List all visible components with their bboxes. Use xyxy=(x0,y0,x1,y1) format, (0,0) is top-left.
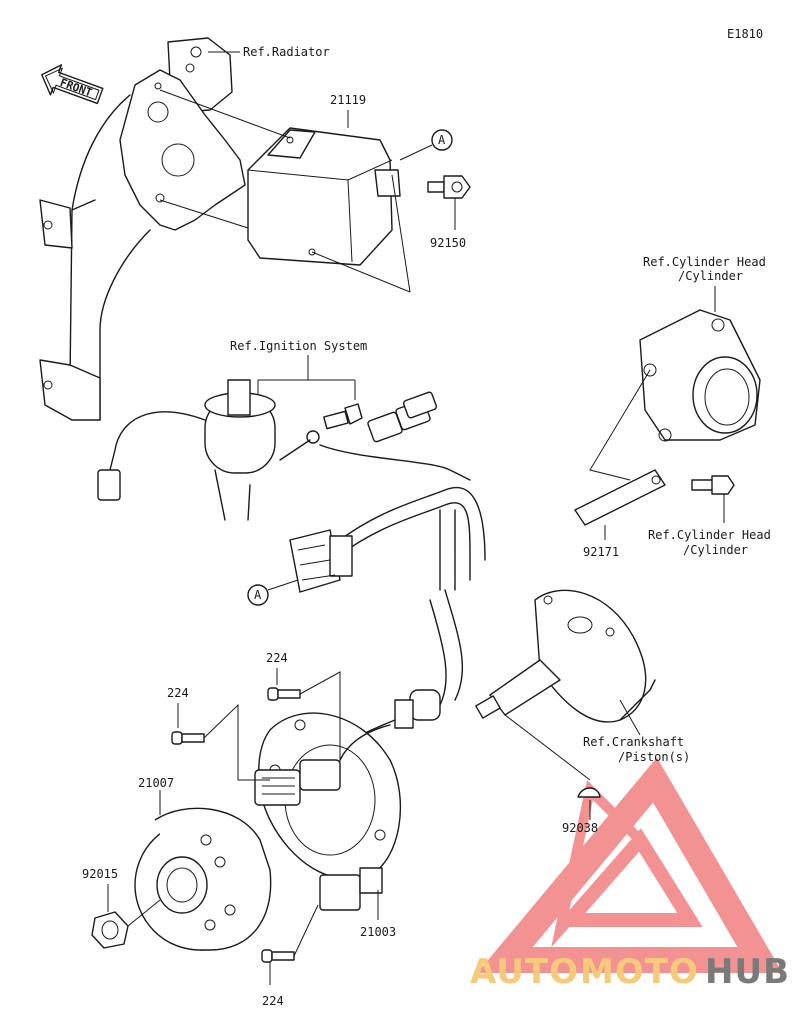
part-92015-label: 92015 xyxy=(82,867,118,881)
ref-cyl-head-top-1: Ref.Cylinder Head xyxy=(643,255,766,269)
watermark-text: AUTO MOTO HUB xyxy=(470,952,790,992)
ignition-coil xyxy=(97,379,276,521)
watermark-triangle-left xyxy=(551,779,647,948)
watermark-text-hub: HUB xyxy=(705,952,790,992)
frame-bracket xyxy=(39,37,246,421)
woodruff-key xyxy=(577,787,601,798)
screw-224-a xyxy=(267,687,301,701)
callout-a-top: A xyxy=(438,133,446,147)
part-21007-label: 21007 xyxy=(138,776,174,790)
coil-bolt xyxy=(323,403,363,430)
wire-harness xyxy=(329,486,486,751)
crankcase-cover xyxy=(534,589,656,723)
ref-crankshaft-2: /Piston(s) xyxy=(618,750,690,764)
part-21119-label: 21119 xyxy=(330,93,366,107)
watermark-text-auto: AUTO xyxy=(470,952,579,992)
watermark-logo xyxy=(477,757,783,973)
stator-plate xyxy=(254,712,402,911)
part-224-c-label: 224 xyxy=(262,994,284,1008)
crankshaft-taper xyxy=(475,659,561,719)
ref-crankshaft-1: Ref.Crankshaft xyxy=(583,735,684,749)
ref-cyl-head-top-2: /Cylinder xyxy=(678,269,743,283)
diagram-code: E1810 xyxy=(727,27,763,41)
watermark-text-moto: MOTO xyxy=(580,952,699,992)
wire-connectors xyxy=(367,391,438,443)
plate-92171 xyxy=(574,469,666,526)
ref-cyl-head-bot-2: /Cylinder xyxy=(683,543,748,557)
cdi-unit xyxy=(247,127,401,266)
part-21003-label: 21003 xyxy=(360,925,396,939)
part-92171-label: 92171 xyxy=(583,545,619,559)
front-arrow: FRONT xyxy=(41,64,104,105)
ref-ignition-label: Ref.Ignition System xyxy=(230,339,367,353)
screw-224-c xyxy=(261,949,295,963)
flywheel-rotor xyxy=(134,807,272,951)
callout-a-bottom: A xyxy=(254,588,262,602)
bolt-92150 xyxy=(427,175,471,199)
part-92038-label: 92038 xyxy=(562,821,598,835)
ref-radiator-label: Ref.Radiator xyxy=(243,45,330,59)
ref-cyl-head-bot-1: Ref.Cylinder Head xyxy=(648,528,771,542)
watermark-triangle-outer xyxy=(477,757,783,973)
part-224-a-label: 224 xyxy=(266,651,288,665)
cyl-head-bolt xyxy=(691,475,735,495)
nut-92015 xyxy=(91,911,129,949)
cylinder-head xyxy=(639,309,761,442)
connector-plug xyxy=(289,529,353,593)
screw-224-b xyxy=(171,731,205,745)
part-224-b-label: 224 xyxy=(167,686,189,700)
part-92150-label: 92150 xyxy=(430,236,466,250)
